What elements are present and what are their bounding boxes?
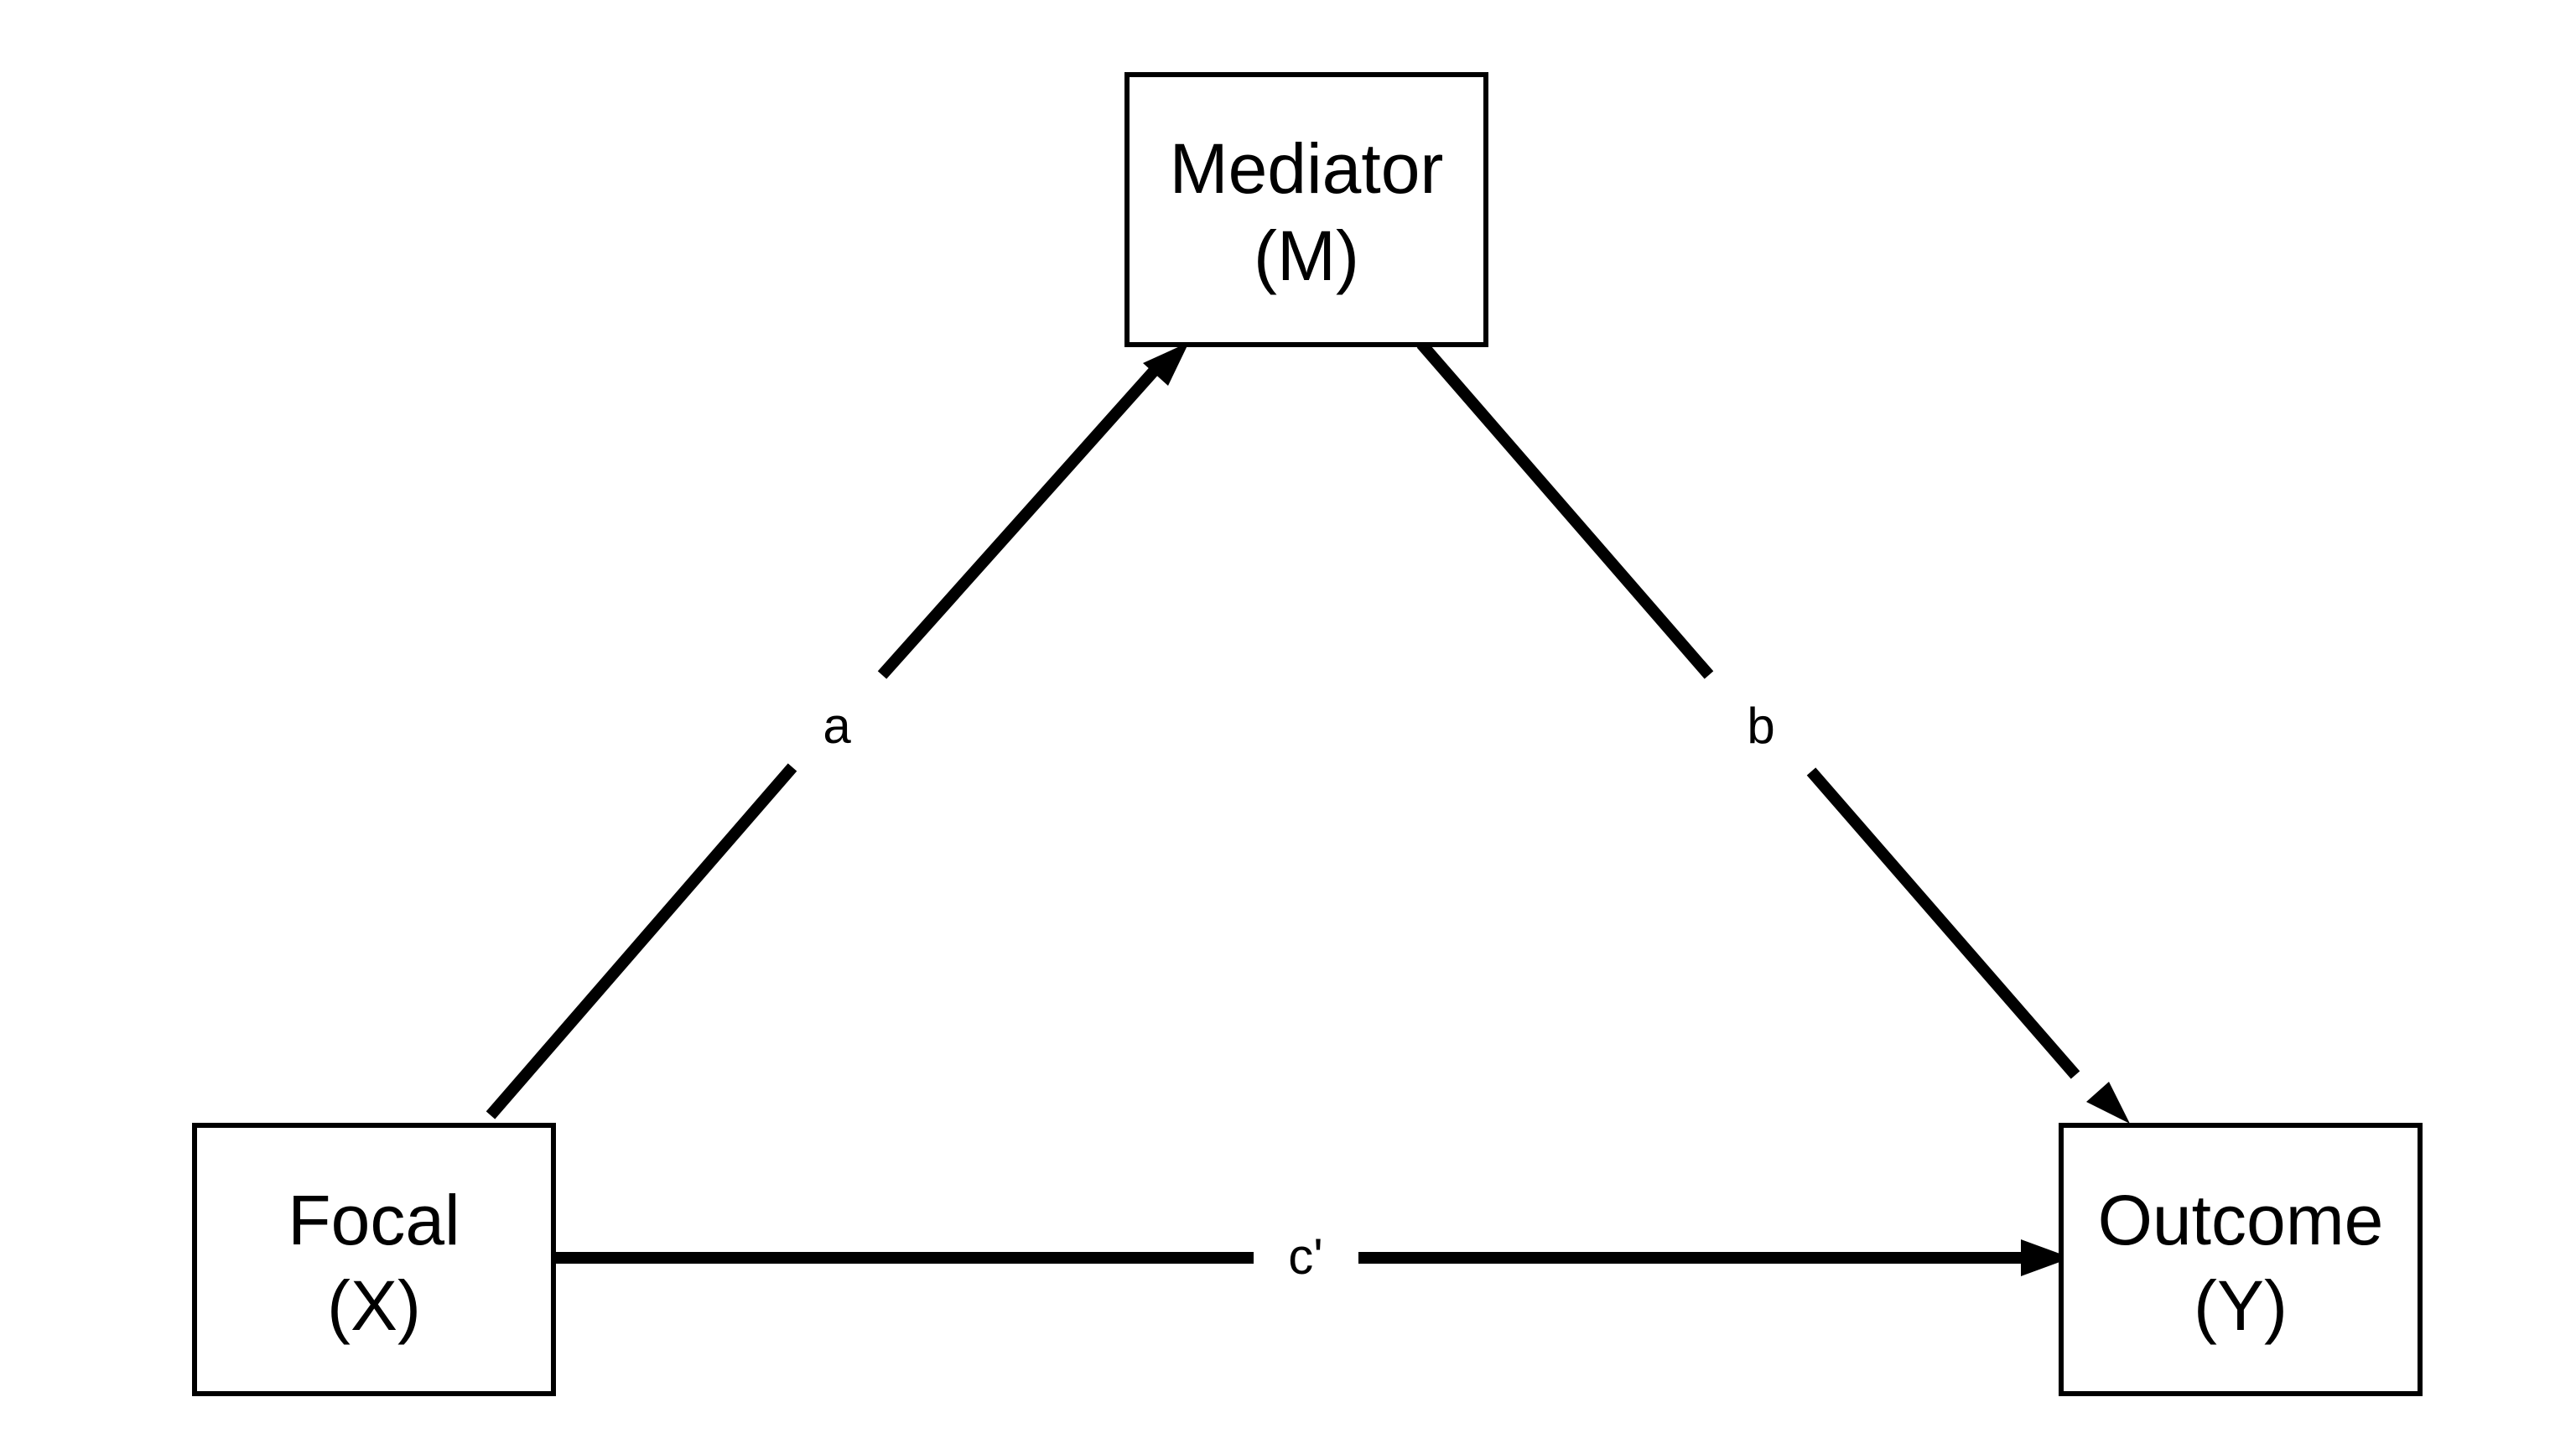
node-focal-symbol: (X) [327, 1266, 421, 1345]
edge-a-arrowhead [1143, 342, 1189, 386]
edge-c-prime-arrowhead [2021, 1239, 2071, 1276]
edge-a: a [486, 342, 1189, 1119]
node-mediator-name: Mediator [1170, 129, 1444, 208]
node-focal-name: Focal [288, 1181, 460, 1259]
node-focal: Focal (X) [192, 1123, 556, 1396]
edge-b-line-lower [1806, 767, 2080, 1079]
edge-b: b [1416, 340, 2130, 1124]
edge-c-prime-label: c' [1288, 1228, 1322, 1285]
edge-b-line-upper [1416, 340, 1714, 679]
node-outcome-name: Outcome [2098, 1181, 2384, 1259]
node-mediator-box [1124, 72, 1488, 347]
node-mediator-symbol: (M) [1254, 216, 1359, 295]
edge-a-line-upper [877, 363, 1162, 679]
edge-a-line-lower [486, 763, 797, 1119]
node-outcome-box [2059, 1123, 2423, 1396]
node-mediator: Mediator (M) [1124, 72, 1488, 347]
edge-b-label: b [1747, 698, 1774, 754]
node-focal-box [192, 1123, 556, 1396]
edge-b-arrowhead [2086, 1082, 2130, 1124]
node-outcome-symbol: (Y) [2194, 1266, 2288, 1345]
edge-a-label: a [823, 698, 851, 754]
node-outcome: Outcome (Y) [2059, 1123, 2423, 1396]
edge-c-prime: c' [553, 1228, 2071, 1285]
